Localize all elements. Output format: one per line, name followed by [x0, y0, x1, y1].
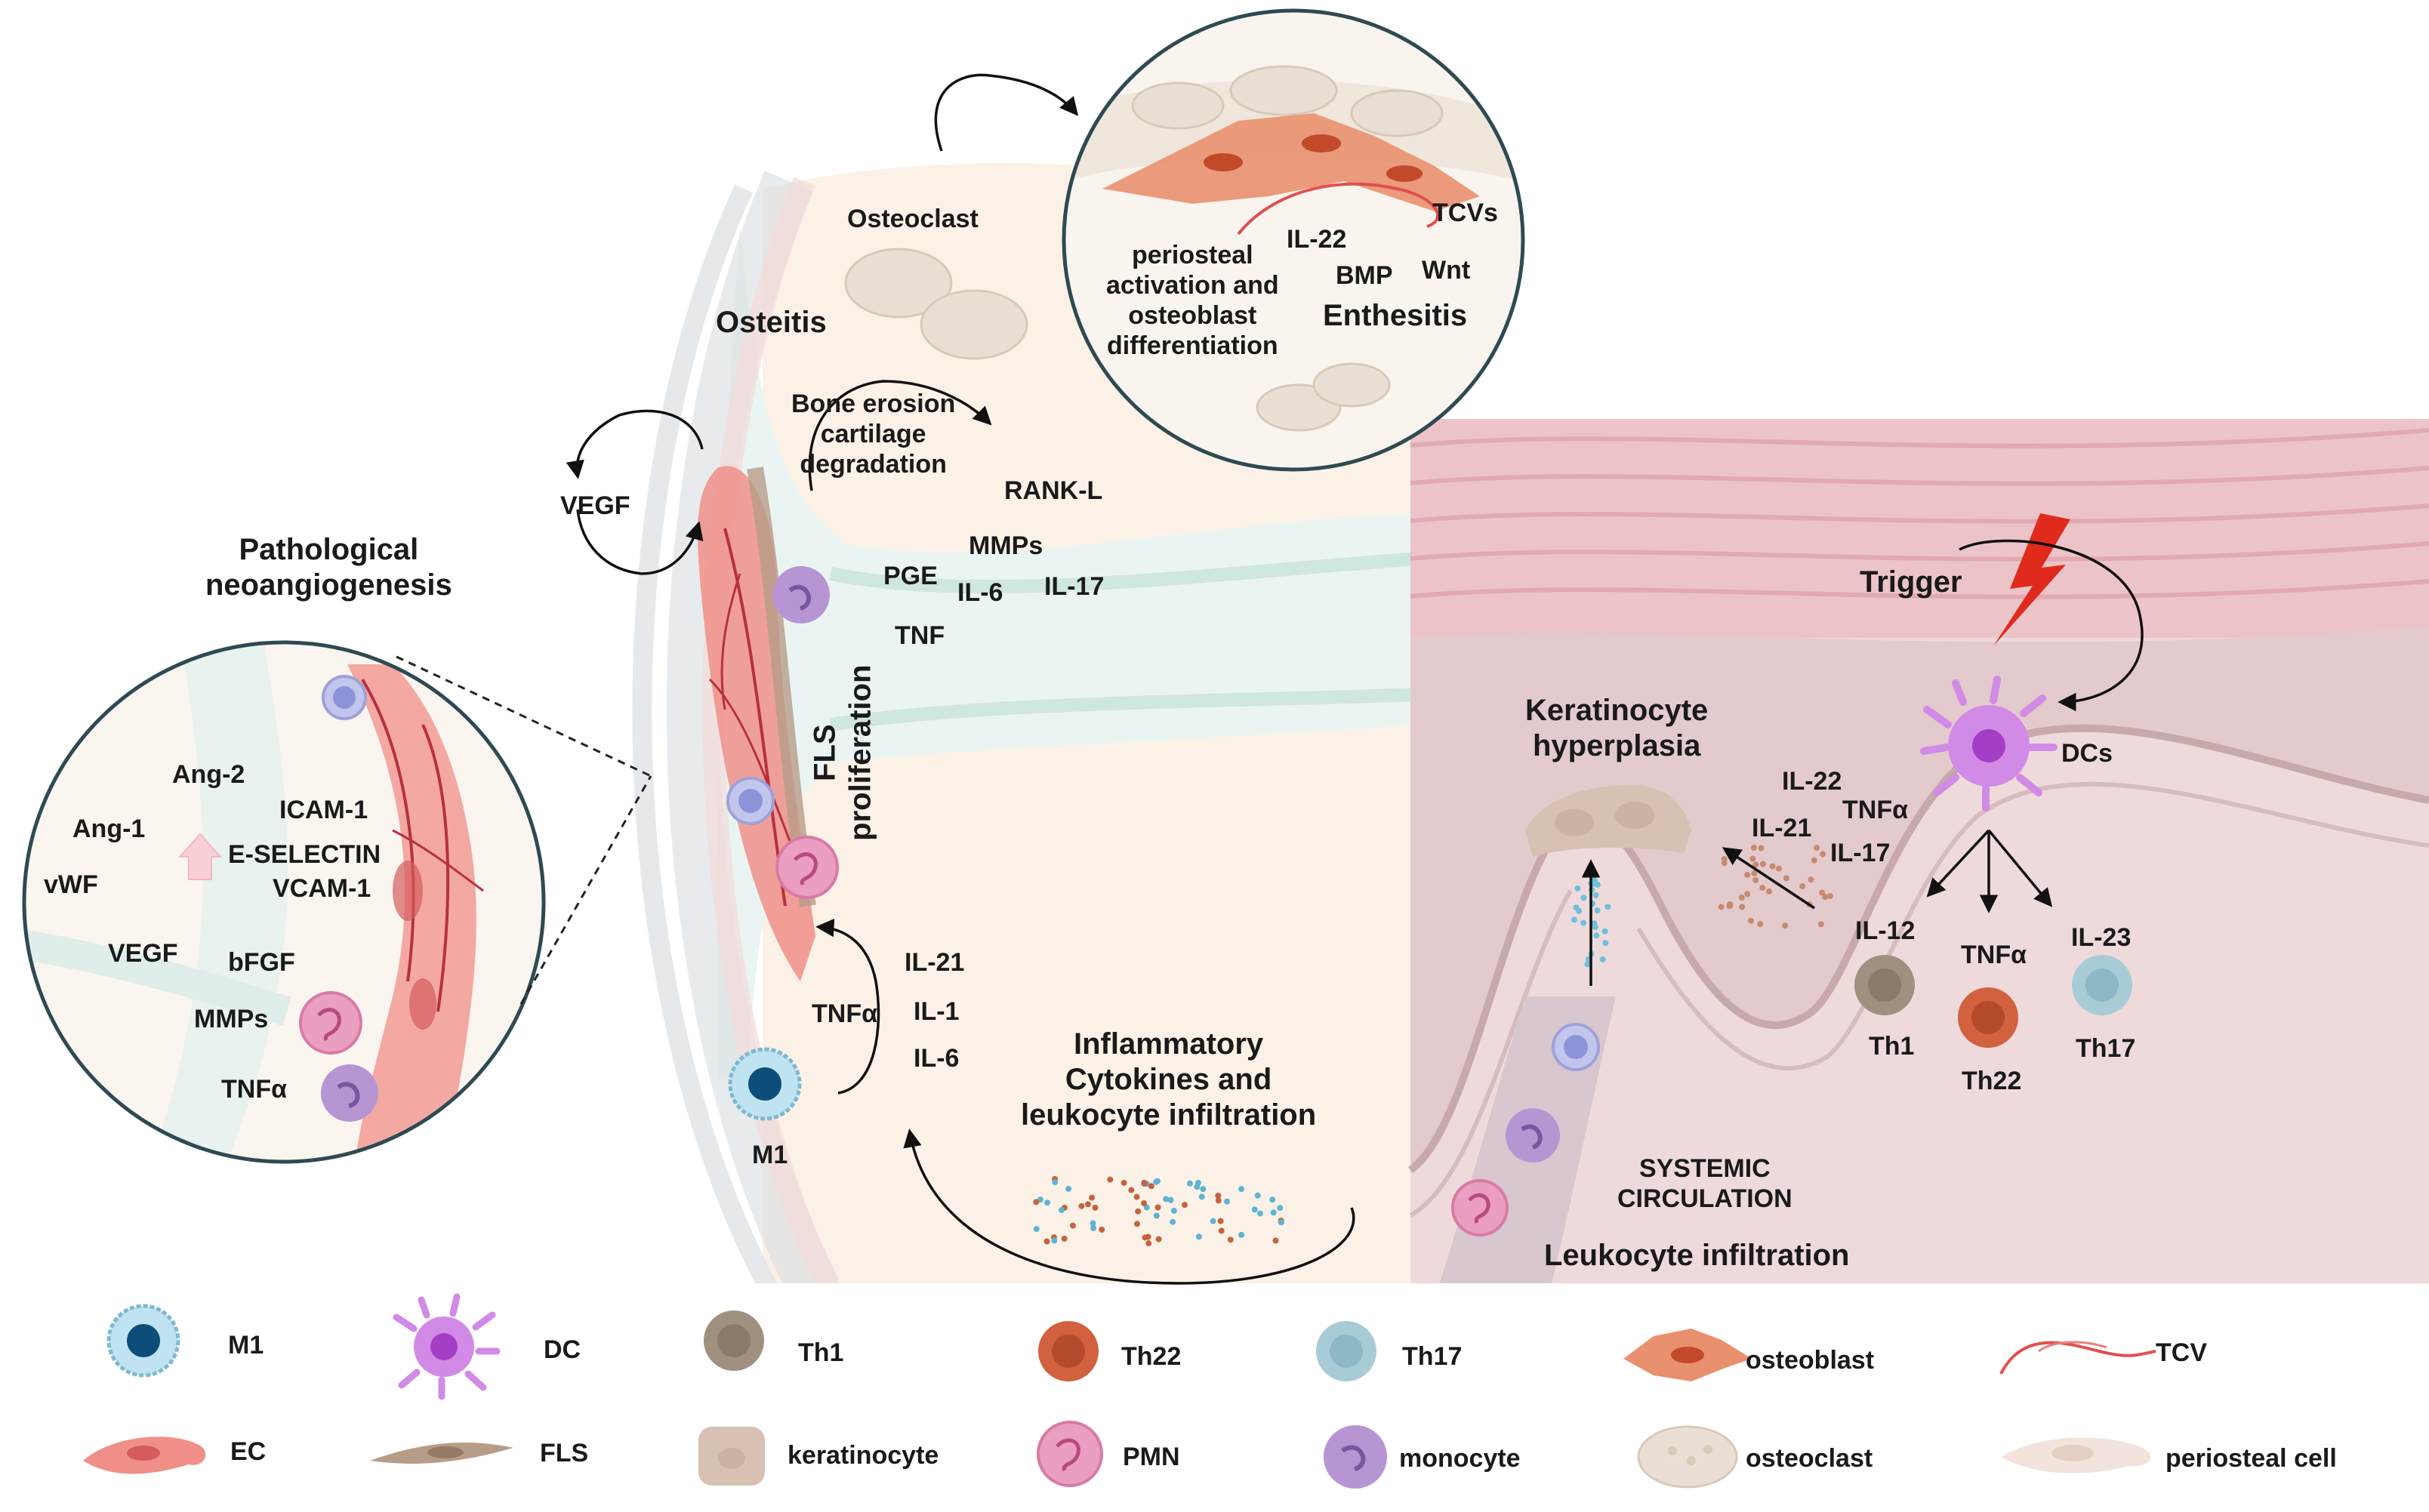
osteoclast-icon	[1637, 1425, 1738, 1489]
mmps-label: MMPs	[969, 531, 1043, 560]
tnfa-macrophage-label: TNFα	[812, 999, 877, 1028]
legend-icons	[83, 1293, 2156, 1489]
leukocyte-infiltration-text: Leukocyte infiltration	[1544, 1239, 1850, 1272]
keratinocyte-hyperplasia-text: Keratinocyte hyperplasia	[1525, 694, 1709, 763]
m1-macrophage-icon	[106, 1304, 180, 1378]
osteitis-title: Osteitis	[716, 306, 827, 339]
th17-label: Th17	[2076, 1034, 2136, 1063]
tcvs-label: TCVs	[1432, 199, 1498, 227]
dendritic-cell-icon	[393, 1293, 501, 1400]
tnfa-skin-label: TNFα	[1842, 796, 1908, 824]
icam1-label: ICAM-1	[279, 796, 368, 824]
osteoblast-icon	[1623, 1329, 1752, 1381]
th17-cell-icon	[1316, 1321, 1376, 1381]
legend-label-th1: Th1	[798, 1338, 844, 1367]
ang1-label: Ang-1	[72, 815, 146, 843]
legend-label-m1: M1	[228, 1331, 264, 1360]
tnfa-th22-label: TNFα	[1961, 941, 2027, 969]
tnf-label: TNF	[895, 621, 945, 650]
th22-cell-icon	[1038, 1321, 1099, 1381]
endothelial-cell-icon	[83, 1437, 206, 1474]
legend-label-keratinocyte: keratinocyte	[788, 1441, 939, 1470]
mmps-angio-label: MMPs	[194, 1005, 269, 1033]
il17-label: IL-17	[1044, 572, 1105, 601]
il22-skin-label: IL-22	[1782, 767, 1842, 796]
angiogenesis-title: Pathological neoangiogenesis	[205, 533, 452, 602]
bone-erosion-arrow	[808, 380, 992, 491]
keratinocyte-cluster	[1525, 785, 1691, 857]
inflammatory-particles	[1033, 845, 1833, 1247]
vwf-label: vWF	[44, 870, 98, 899]
il1-label: IL-1	[914, 997, 960, 1026]
th1-cell	[1854, 955, 1915, 1015]
osteoclast-cell	[920, 289, 1028, 360]
legend-label-osteoblast: osteoblast	[1746, 1346, 1875, 1375]
enthesitis-inset	[1062, 8, 1525, 472]
skin-region	[1408, 419, 2429, 1298]
vegf-loop-label: VEGF	[560, 491, 630, 520]
monocyte-cell	[772, 566, 830, 624]
il21-label: IL-21	[905, 948, 965, 977]
legend-label-periosteal: periosteal cell	[2165, 1444, 2337, 1473]
dendritic-cell	[1920, 676, 2058, 811]
fls-cell-icon	[370, 1443, 513, 1464]
il22-label: IL-22	[1287, 225, 1347, 254]
osteoclast-cell	[844, 248, 953, 319]
periosteal-activation-text: periosteal activation and osteoblast dif…	[1106, 241, 1279, 361]
legend-label-th17: Th17	[1402, 1342, 1463, 1371]
legend-label-pmn: PMN	[1123, 1443, 1180, 1471]
bone-erosion-text: Bone erosion cartilage degradation	[791, 390, 956, 479]
keratinocyte-icon	[698, 1427, 765, 1486]
arrows	[566, 73, 2144, 1285]
dcs-label: DCs	[2061, 739, 2113, 768]
systemic-circulation-text: SYSTEMIC CIRCULATION	[1617, 1154, 1792, 1214]
th1-cell-icon	[704, 1310, 764, 1371]
pmn-cell-icon	[1037, 1421, 1103, 1487]
th17-cell	[2072, 955, 2132, 1015]
tcv-icon	[1999, 1341, 2156, 1375]
enthesitis-title: Enthesitis	[1323, 299, 1468, 332]
il6-label: IL-6	[957, 578, 1003, 607]
legend-label-monocyte: monocyte	[1399, 1444, 1521, 1473]
zoom-line	[519, 775, 652, 1005]
eselectin-label: E-SELECTIN	[228, 840, 381, 869]
wnt-label: Wnt	[1422, 256, 1471, 285]
trigger-label: Trigger	[1860, 565, 1962, 599]
il12-label: IL-12	[1855, 916, 1916, 945]
il17-skin-label: IL-17	[1830, 839, 1891, 867]
vcam1-label: VCAM-1	[273, 874, 371, 903]
pmn-cell	[775, 836, 839, 899]
th22-label: Th22	[1962, 1067, 2022, 1095]
monocyte-icon	[1324, 1425, 1387, 1489]
legend-label-dc: DC	[544, 1335, 581, 1364]
il23-label: IL-23	[2071, 923, 2132, 952]
m1-label: M1	[752, 1141, 788, 1169]
ang2-label: Ang-2	[172, 760, 245, 789]
zoom-line	[396, 655, 652, 778]
tnfa-angio-label: TNFα	[221, 1075, 287, 1104]
fls-proliferation-text: FLS proliferation	[808, 664, 877, 841]
m1-macrophage	[728, 1047, 802, 1121]
inflammatory-text: Inflammatory Cytokines and leukocyte inf…	[1021, 1027, 1317, 1132]
th22-cell	[1958, 987, 2018, 1048]
angiogenesis-inset	[22, 640, 546, 1164]
il21-skin-label: IL-21	[1752, 814, 1812, 842]
legend-label-osteoclast: osteoclast	[1746, 1444, 1873, 1473]
legend-label-tcv: TCV	[2156, 1338, 2207, 1367]
legend-label-fls: FLS	[540, 1439, 589, 1467]
legend-label-th22: Th22	[1121, 1342, 1182, 1371]
legend-label-ec: EC	[230, 1437, 267, 1466]
osteoclast-label: Osteoclast	[847, 205, 979, 233]
th1-label: Th1	[1869, 1032, 1915, 1061]
pge-label: PGE	[883, 562, 938, 590]
vegf-label: VEGF	[108, 939, 178, 968]
il6-macrophage-label: IL-6	[914, 1044, 960, 1073]
periosteal-cell-icon	[2001, 1437, 2151, 1474]
rankl-label: RANK-L	[1004, 476, 1103, 505]
bfgf-label: bFGF	[228, 948, 295, 977]
bmp-label: BMP	[1336, 261, 1393, 290]
